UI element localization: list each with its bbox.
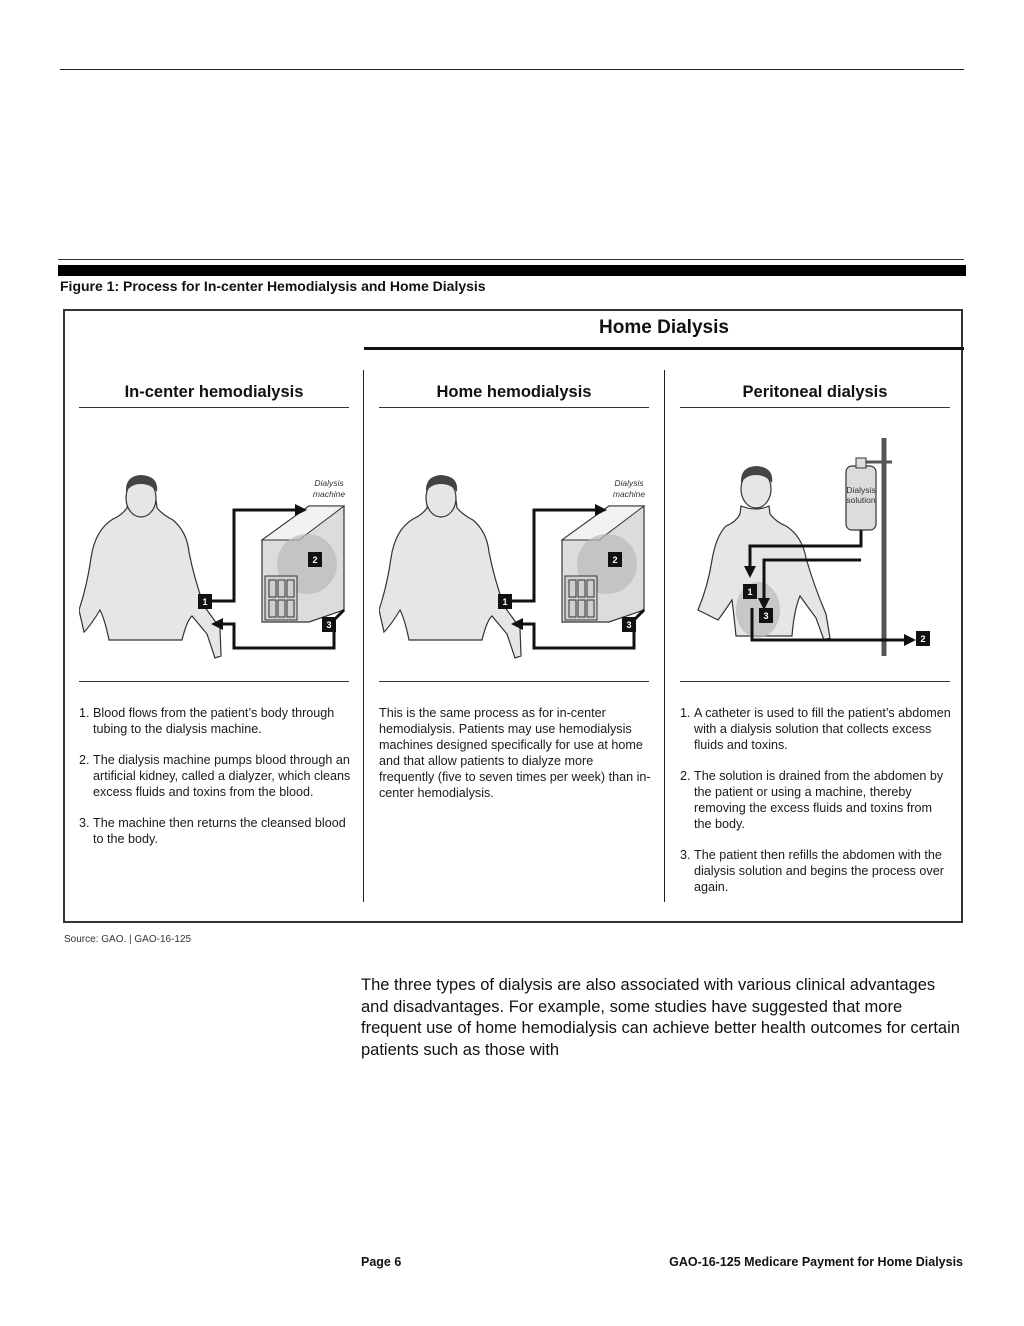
step-text: Blood flows from the patient’s body thro… xyxy=(93,705,351,737)
marker-2: 2 xyxy=(312,555,317,565)
home-dialysis-rule xyxy=(364,347,964,350)
in-center-illustration: 1 2 3 Dialysis machine xyxy=(79,475,346,659)
marker-3: 3 xyxy=(763,611,768,621)
marker-2: 2 xyxy=(920,634,925,644)
machine-label: machine xyxy=(313,489,345,499)
bag-label: Dialysis xyxy=(846,485,875,495)
column-heading-home-hemo: Home hemodialysis xyxy=(436,383,592,401)
machine-label: Dialysis xyxy=(614,478,644,488)
home-hemodialysis-illustration: 1 2 3 Dialysis machine xyxy=(379,475,646,659)
figure-title: Figure 1: Process for In-center Hemodial… xyxy=(60,278,486,294)
step-text: A catheter is used to fill the patient’s… xyxy=(694,705,952,753)
step-text: The dialysis machine pumps blood through… xyxy=(93,752,351,800)
step-text: The solution is drained from the abdomen… xyxy=(694,768,952,832)
body-paragraph: The three types of dialysis are also ass… xyxy=(361,976,960,1059)
machine-label: Dialysis xyxy=(314,478,344,488)
column-heading-rule xyxy=(680,407,950,408)
peritoneal-steps: A catheter is used to fill the patient’s… xyxy=(680,705,952,910)
bag-label: solution xyxy=(846,495,876,505)
column-footer-rule xyxy=(680,681,950,682)
marker-3: 3 xyxy=(326,620,331,630)
column-heading-rule xyxy=(79,407,349,408)
page-number: Page 6 xyxy=(361,1255,402,1269)
column-divider xyxy=(664,370,665,902)
step-text: The machine then returns the cleansed bl… xyxy=(93,815,351,847)
in-center-steps: Blood flows from the patient’s body thro… xyxy=(79,705,351,862)
home-dialysis-heading: Home Dialysis xyxy=(599,317,729,338)
figure-source: Source: GAO. | GAO-16-125 xyxy=(64,934,192,945)
marker-2: 2 xyxy=(612,555,617,565)
header-rule xyxy=(60,69,964,70)
step-text: The patient then refills the abdomen wit… xyxy=(694,847,952,895)
column-heading-rule xyxy=(379,407,649,408)
figure-title-bar xyxy=(58,265,966,276)
column-divider xyxy=(363,370,364,902)
report-title: GAO-16-125 Medicare Payment for Home Dia… xyxy=(669,1255,963,1269)
figure-frame xyxy=(63,309,963,923)
marker-1: 1 xyxy=(502,597,507,607)
column-footer-rule xyxy=(79,681,349,682)
machine-label: machine xyxy=(613,489,645,499)
column-heading-peritoneal: Peritoneal dialysis xyxy=(742,383,888,401)
peritoneal-illustration: Dialysis solution 1 3 2 xyxy=(697,438,930,656)
marker-1: 1 xyxy=(202,597,207,607)
description-text: This is the same process as for in-cente… xyxy=(379,706,651,800)
home-hemo-description: This is the same process as for in-cente… xyxy=(379,705,651,801)
marker-3: 3 xyxy=(626,620,631,630)
marker-1: 1 xyxy=(747,587,752,597)
column-heading-in-center: In-center hemodialysis xyxy=(124,383,304,401)
column-footer-rule xyxy=(379,681,649,682)
figure-top-rule xyxy=(58,259,964,260)
